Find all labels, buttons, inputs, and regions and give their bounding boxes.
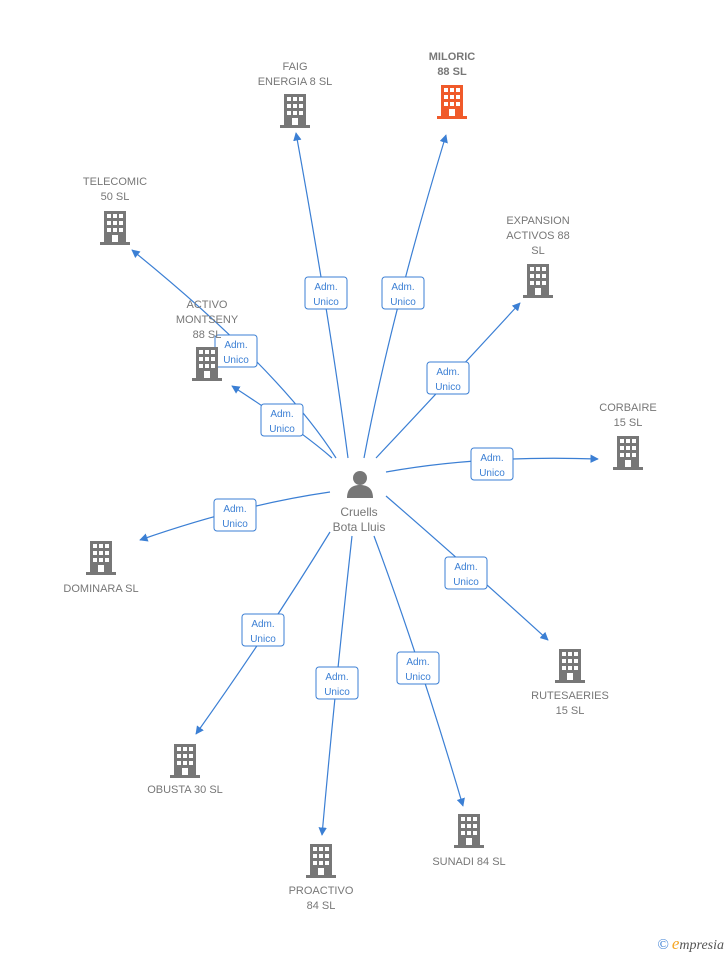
edge-label-box (304, 276, 348, 310)
company-label-line: FAIG (282, 61, 307, 73)
edge-label-text: Adm. (325, 672, 348, 683)
company-node-proactivo[interactable]: PROACTIVO 84 SL (289, 844, 354, 912)
company-label-line: 15 SL (614, 417, 643, 429)
edge-label-dominara[interactable]: Adm. Unico (213, 498, 257, 532)
edge-label-box (396, 651, 440, 685)
building-icon (306, 844, 336, 878)
edge-label-box (381, 276, 425, 310)
edges-layer: Adm.UnicoAdm.UnicoAdm.UnicoAdm.UnicoAdm.… (131, 132, 599, 836)
company-label-line: TELECOMIC (83, 176, 147, 188)
company-label-line: 50 SL (101, 191, 130, 203)
edge-label-box (213, 498, 257, 532)
edge-label-box (444, 556, 488, 590)
building-icon (280, 94, 310, 128)
edge-label-text: Adm. (454, 562, 477, 573)
company-label-line: SL (531, 245, 544, 257)
nodes-layer: FAIG ENERGIA 8 SL MILORIC 88 SL TELECOMIC 50 … (63, 51, 656, 912)
brand-watermark[interactable]: ©empresia (657, 934, 724, 954)
company-label-line: RUTESAERIES (531, 690, 609, 702)
edge-label-text: Adm. (391, 282, 414, 293)
edge-label-proactivo[interactable]: Adm. Unico (315, 666, 359, 700)
copyright-icon: © (657, 937, 669, 953)
company-node-sunadi[interactable]: SUNADI 84 SL (432, 814, 506, 868)
edge-label-box (470, 447, 514, 481)
edge-label-text: Adm. (314, 282, 337, 293)
company-label-line: 84 SL (307, 900, 336, 912)
company-node-activo[interactable]: ACTIVO MONTSENY 88 SL (176, 299, 239, 381)
company-label-line: ACTIVOS 88 (506, 230, 570, 242)
building-icon (192, 347, 222, 381)
edge-label-text: Unico (324, 687, 350, 698)
company-node-telecomic[interactable]: TELECOMIC 50 SL (83, 176, 147, 245)
company-label-line: MILORIC (429, 51, 475, 63)
building-icon (86, 541, 116, 575)
edge-label-text: Unico (222, 519, 248, 530)
edge-label-miloric[interactable]: Adm. Unico (381, 276, 425, 310)
company-label-line: OBUSTA 30 SL (147, 784, 223, 796)
building-icon (170, 744, 200, 778)
edge-label-faig[interactable]: Adm. Unico (304, 276, 348, 310)
building-icon (613, 436, 643, 470)
edge-label-text: Unico (269, 424, 295, 435)
edge-label-text: Adm. (436, 367, 459, 378)
edge-label-rutesaeries[interactable]: Adm. Unico (444, 556, 488, 590)
edge-label-text: Unico (479, 468, 505, 479)
edge-label-text: Unico (405, 672, 431, 683)
company-label-line: CORBAIRE (599, 402, 656, 414)
edge-label-box (260, 403, 304, 437)
company-label-line: ENERGIA 8 SL (258, 76, 333, 88)
building-icon (454, 814, 484, 848)
edge-label-expansion[interactable]: Adm. Unico (426, 361, 470, 395)
edge-label-text: Unico (453, 577, 479, 588)
company-label-line: 88 SL (437, 66, 467, 78)
company-node-corbaire[interactable]: CORBAIRE 15 SL (599, 402, 657, 470)
edge-label-text: Unico (435, 382, 461, 393)
company-label-line: 88 SL (193, 329, 222, 341)
company-label-line: ACTIVO (187, 299, 228, 311)
building-icon (555, 649, 585, 683)
edge-label-text: Adm. (224, 340, 247, 351)
building-icon (100, 211, 130, 245)
edge-label-text: Adm. (251, 619, 274, 630)
company-node-expansion[interactable]: EXPANSION ACTIVOS 88 SL (506, 215, 570, 298)
company-node-obusta[interactable]: OBUSTA 30 SL (147, 744, 223, 796)
company-label-line: 15 SL (556, 705, 585, 717)
brand-logo-text: mpresia (679, 938, 724, 953)
center-person[interactable]: Cruells Bota Lluis (333, 471, 386, 534)
edge-label-box (426, 361, 470, 395)
edge-label-text: Unico (313, 297, 339, 308)
edge-label-text: Unico (390, 297, 416, 308)
person-name-line-1: Cruells (340, 505, 377, 519)
edge-label-sunadi[interactable]: Adm. Unico (396, 651, 440, 685)
building-icon (437, 85, 467, 119)
edge-label-text: Adm. (270, 409, 293, 420)
edge-label-text: Unico (250, 634, 276, 645)
person-name-line-2: Bota Lluis (333, 520, 386, 534)
company-node-dominara[interactable]: DOMINARA SL (63, 541, 139, 595)
company-label-line: DOMINARA SL (63, 583, 138, 595)
company-node-miloric[interactable]: MILORIC 88 SL (429, 51, 475, 119)
company-node-rutesaeries[interactable]: RUTESAERIES 15 SL (531, 649, 609, 717)
brand-logo-initial: e (671, 934, 680, 953)
edge-label-box (241, 613, 285, 647)
company-node-faig[interactable]: FAIG ENERGIA 8 SL (258, 61, 333, 128)
edge-label-text: Adm. (480, 453, 503, 464)
company-label-line: EXPANSION (506, 215, 569, 227)
edge-label-corbaire[interactable]: Adm. Unico (470, 447, 514, 481)
company-label-line: MONTSENY (176, 314, 239, 326)
person-icon (347, 471, 373, 498)
edge-label-text: Adm. (406, 657, 429, 668)
company-label-line: SUNADI 84 SL (432, 856, 505, 868)
edge-label-obusta[interactable]: Adm. Unico (241, 613, 285, 647)
building-icon (523, 264, 553, 298)
edge-label-activo[interactable]: Adm. Unico (260, 403, 304, 437)
company-label-line: PROACTIVO (289, 885, 354, 897)
edge-label-text: Unico (223, 355, 249, 366)
edge-label-box (315, 666, 359, 700)
edge-label-text: Adm. (223, 504, 246, 515)
